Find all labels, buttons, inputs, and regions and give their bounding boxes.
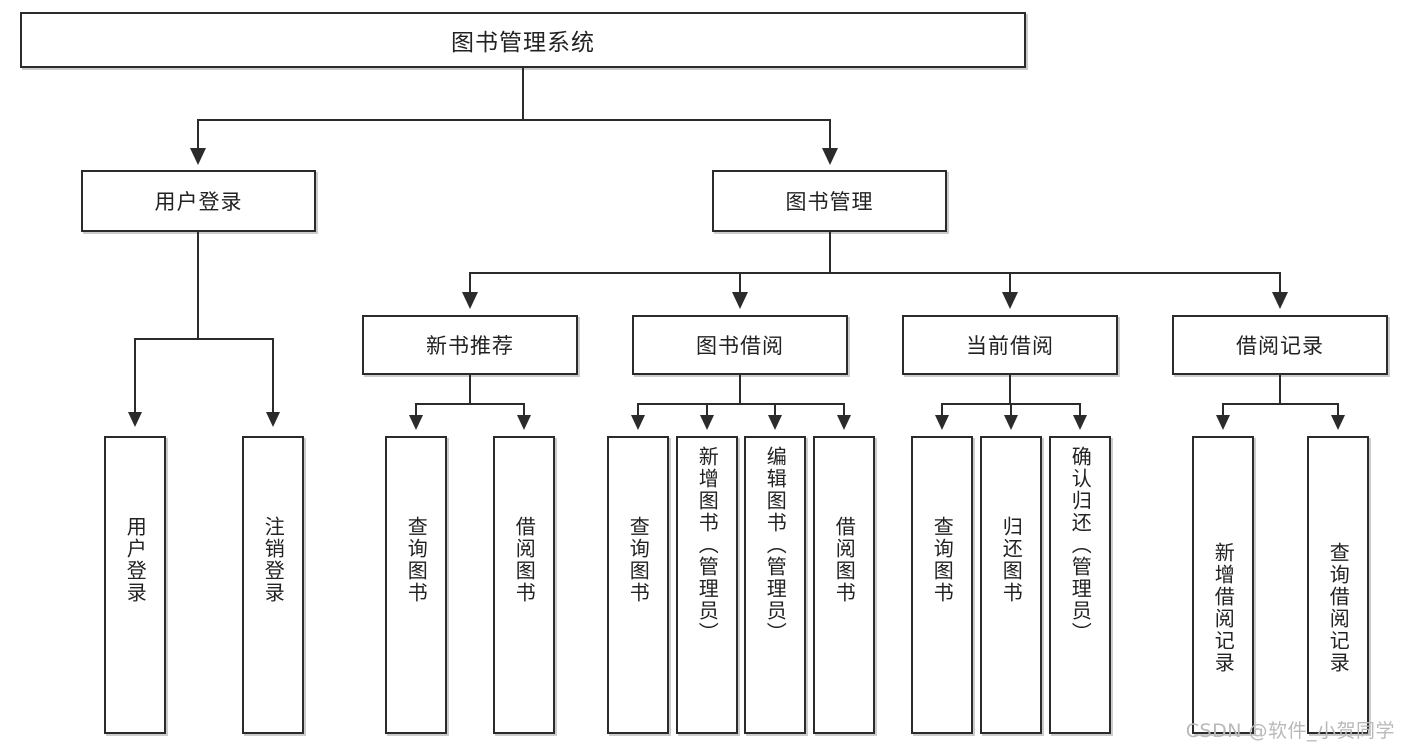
node-label: 当前借阅 <box>966 334 1054 358</box>
connector-borrowrecord-leaf1 <box>1222 403 1224 419</box>
connector-bookmgmt-to-borrow <box>739 272 741 295</box>
connector-bookborrow-leaf1 <box>637 403 639 419</box>
arrowhead-borrowrecord-leaf1 <box>1216 415 1230 430</box>
connector-newbook-bar <box>415 403 525 405</box>
leaf-book-borrow-borrow[interactable]: 借阅图书 <box>813 436 875 734</box>
leaf-user-login-logout[interactable]: 注销登录 <box>242 436 304 734</box>
arrowhead-bookborrow-leaf4 <box>837 415 851 430</box>
node-label: 确认归还（管理员） <box>1068 446 1093 644</box>
node-label: 查询图书 <box>626 516 651 604</box>
node-label: 查询借阅记录 <box>1326 542 1351 674</box>
connector-bookborrow-leaf3 <box>774 403 776 419</box>
node-label: 借阅图书 <box>512 516 537 604</box>
connector-bookborrow-leaf2 <box>706 403 708 419</box>
leaf-borrow-record-add[interactable]: 新增借阅记录 <box>1192 436 1254 734</box>
arrowhead-newbook-leaf1 <box>409 415 423 430</box>
leaf-new-book-borrow[interactable]: 借阅图书 <box>493 436 555 734</box>
arrowhead-currentborrow-leaf1 <box>935 415 949 430</box>
arrowhead-root-to-login <box>190 148 206 165</box>
connector-bookmgmt-to-new <box>469 272 471 295</box>
connector-bookmgmt-bar <box>469 272 1281 274</box>
node-current-borrow[interactable]: 当前借阅 <box>902 315 1118 375</box>
connector-root-bar <box>197 119 830 121</box>
arrowhead-root-to-bookmgmt <box>822 148 838 165</box>
node-label: 图书借阅 <box>696 334 784 358</box>
node-label: 借阅图书 <box>832 516 857 604</box>
leaf-current-borrow-confirm-return[interactable]: 确认归还（管理员） <box>1049 436 1111 734</box>
connector-currentborrow-leaf1 <box>941 403 943 419</box>
node-label: 用户登录 <box>123 516 148 604</box>
leaf-book-borrow-query[interactable]: 查询图书 <box>607 436 669 734</box>
connector-currentborrow-leaf2 <box>1010 403 1012 419</box>
arrowhead-borrowrecord-leaf2 <box>1331 415 1345 430</box>
leaf-new-book-query[interactable]: 查询图书 <box>385 436 447 734</box>
leaf-user-login-login[interactable]: 用户登录 <box>104 436 166 734</box>
connector-bookmgmt-to-record <box>1279 272 1281 295</box>
connector-root-to-login <box>197 119 199 150</box>
connector-bookborrow-bar <box>637 403 845 405</box>
connector-root-to-bookmgmt <box>829 119 831 150</box>
arrowhead-bookborrow-leaf1 <box>631 415 645 430</box>
connector-newbook-stem <box>469 375 471 405</box>
node-book-borrow[interactable]: 图书借阅 <box>632 315 848 375</box>
node-label: 用户登录 <box>154 190 243 214</box>
arrowhead-bookmgmt-borrow <box>732 292 748 309</box>
leaf-book-borrow-edit[interactable]: 编辑图书（管理员） <box>744 436 806 734</box>
arrowhead-bookborrow-leaf3 <box>768 415 782 430</box>
connector-borrowrecord-bar <box>1222 403 1338 405</box>
node-label: 图书管理 <box>785 190 874 214</box>
connector-root-stem <box>522 68 524 119</box>
node-book-management[interactable]: 图书管理 <box>712 170 947 232</box>
node-label: 新书推荐 <box>426 334 514 358</box>
arrowhead-currentborrow-leaf3 <box>1073 415 1087 430</box>
node-label: 编辑图书（管理员） <box>763 446 788 644</box>
node-label: 新增借阅记录 <box>1211 542 1236 674</box>
connector-newbook-leaf1 <box>415 403 417 419</box>
node-label: 注销登录 <box>261 516 286 604</box>
node-root-system[interactable]: 图书管理系统 <box>20 12 1026 68</box>
node-label: 查询图书 <box>930 516 955 604</box>
connector-login-stem <box>197 232 199 340</box>
node-label: 借阅记录 <box>1236 334 1324 358</box>
connector-login-bar <box>134 338 272 340</box>
arrowhead-currentborrow-leaf2 <box>1004 415 1018 430</box>
connector-login-to-leaf1 <box>134 338 136 416</box>
arrowhead-login-leaf2 <box>266 412 280 427</box>
node-label: 归还图书 <box>999 516 1024 604</box>
connector-newbook-leaf2 <box>523 403 525 419</box>
node-new-book-recommend[interactable]: 新书推荐 <box>362 315 578 375</box>
connector-currentborrow-stem <box>1009 375 1011 405</box>
node-label: 新增图书（管理员） <box>695 446 720 644</box>
node-user-login[interactable]: 用户登录 <box>81 170 316 232</box>
leaf-current-borrow-query[interactable]: 查询图书 <box>911 436 973 734</box>
connector-bookborrow-leaf4 <box>843 403 845 419</box>
connector-bookborrow-stem <box>739 375 741 405</box>
arrowhead-bookmgmt-new <box>462 292 478 309</box>
leaf-book-borrow-add[interactable]: 新增图书（管理员） <box>676 436 738 734</box>
arrowhead-login-leaf1 <box>128 412 142 427</box>
node-label: 查询图书 <box>404 516 429 604</box>
connector-borrowrecord-stem <box>1279 375 1281 405</box>
node-label: 图书管理系统 <box>451 30 595 56</box>
arrowhead-newbook-leaf2 <box>517 415 531 430</box>
arrowhead-bookborrow-leaf2 <box>700 415 714 430</box>
leaf-current-borrow-return[interactable]: 归还图书 <box>980 436 1042 734</box>
arrowhead-bookmgmt-record <box>1272 292 1288 309</box>
arrowhead-bookmgmt-current <box>1002 292 1018 309</box>
connector-bookmgmt-to-current <box>1009 272 1011 295</box>
connector-borrowrecord-leaf2 <box>1337 403 1339 419</box>
connector-login-to-leaf2 <box>272 338 274 416</box>
connector-bookmgmt-stem <box>829 232 831 274</box>
node-borrow-record[interactable]: 借阅记录 <box>1172 315 1388 375</box>
leaf-borrow-record-query[interactable]: 查询借阅记录 <box>1307 436 1369 734</box>
connector-currentborrow-leaf3 <box>1079 403 1081 419</box>
